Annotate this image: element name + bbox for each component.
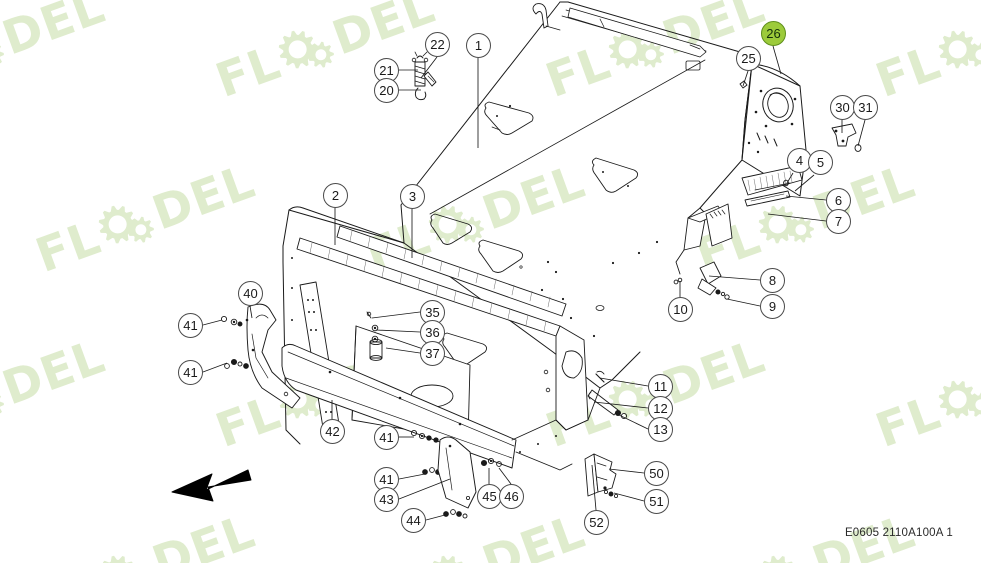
callout-52[interactable]: 52 bbox=[584, 510, 609, 535]
callout-3[interactable]: 3 bbox=[400, 184, 425, 209]
callout-44[interactable]: 44 bbox=[401, 508, 426, 533]
callout-36[interactable]: 36 bbox=[420, 320, 445, 345]
callout-50[interactable]: 50 bbox=[644, 461, 669, 486]
callout-31[interactable]: 31 bbox=[853, 95, 878, 120]
callout-1[interactable]: 1 bbox=[466, 33, 491, 58]
leader-line-8 bbox=[708, 275, 761, 281]
leader-line-40 bbox=[249, 305, 253, 319]
callout-42[interactable]: 42 bbox=[320, 419, 345, 444]
leader-line-41 bbox=[202, 319, 223, 326]
leader-line-44 bbox=[425, 514, 446, 521]
leader-line-50 bbox=[608, 468, 645, 474]
leader-line-31 bbox=[857, 119, 866, 147]
callout-8[interactable]: 8 bbox=[760, 268, 785, 293]
callout-37[interactable]: 37 bbox=[420, 341, 445, 366]
leader-line-35 bbox=[371, 311, 421, 319]
callout-10[interactable]: 10 bbox=[668, 297, 693, 322]
callout-40[interactable]: 40 bbox=[238, 281, 263, 306]
leader-line-22 bbox=[420, 56, 438, 79]
callout-6[interactable]: 6 bbox=[826, 188, 851, 213]
callout-7[interactable]: 7 bbox=[826, 209, 851, 234]
leader-line-6 bbox=[785, 195, 827, 201]
callout-4[interactable]: 4 bbox=[787, 148, 812, 173]
leader-line-5 bbox=[794, 174, 815, 192]
leader-line-4 bbox=[786, 172, 794, 184]
callout-41[interactable]: 41 bbox=[374, 425, 399, 450]
leader-line-26 bbox=[772, 45, 782, 75]
callout-46[interactable]: 46 bbox=[499, 484, 524, 509]
callout-22[interactable]: 22 bbox=[425, 32, 450, 57]
callout-25[interactable]: 25 bbox=[736, 46, 761, 71]
callout-45[interactable]: 45 bbox=[477, 484, 502, 509]
callout-9[interactable]: 9 bbox=[760, 294, 785, 319]
leader-line-52 bbox=[591, 464, 597, 511]
callout-13[interactable]: 13 bbox=[648, 417, 673, 442]
leader-line-41 bbox=[398, 473, 426, 480]
callout-20[interactable]: 20 bbox=[374, 78, 399, 103]
leader-line-37 bbox=[385, 347, 421, 354]
callout-5[interactable]: 5 bbox=[808, 150, 833, 175]
diagram-reference-code: E0605 2110A100A 1 bbox=[844, 527, 953, 539]
leader-line-25 bbox=[742, 70, 749, 87]
callout-43[interactable]: 43 bbox=[374, 487, 399, 512]
callout-41[interactable]: 41 bbox=[178, 360, 203, 385]
callout-2[interactable]: 2 bbox=[323, 183, 348, 208]
leader-line-51 bbox=[613, 492, 645, 502]
leader-line-9 bbox=[726, 298, 761, 307]
callout-51[interactable]: 51 bbox=[644, 489, 669, 514]
leader-line-46 bbox=[498, 467, 512, 485]
callout-41[interactable]: 41 bbox=[178, 313, 203, 338]
leader-line-43 bbox=[398, 478, 451, 500]
leader-line-41 bbox=[202, 362, 228, 373]
leader-line-36 bbox=[375, 329, 421, 333]
callout-26[interactable]: 26 bbox=[761, 21, 786, 46]
callout-30[interactable]: 30 bbox=[830, 95, 855, 120]
